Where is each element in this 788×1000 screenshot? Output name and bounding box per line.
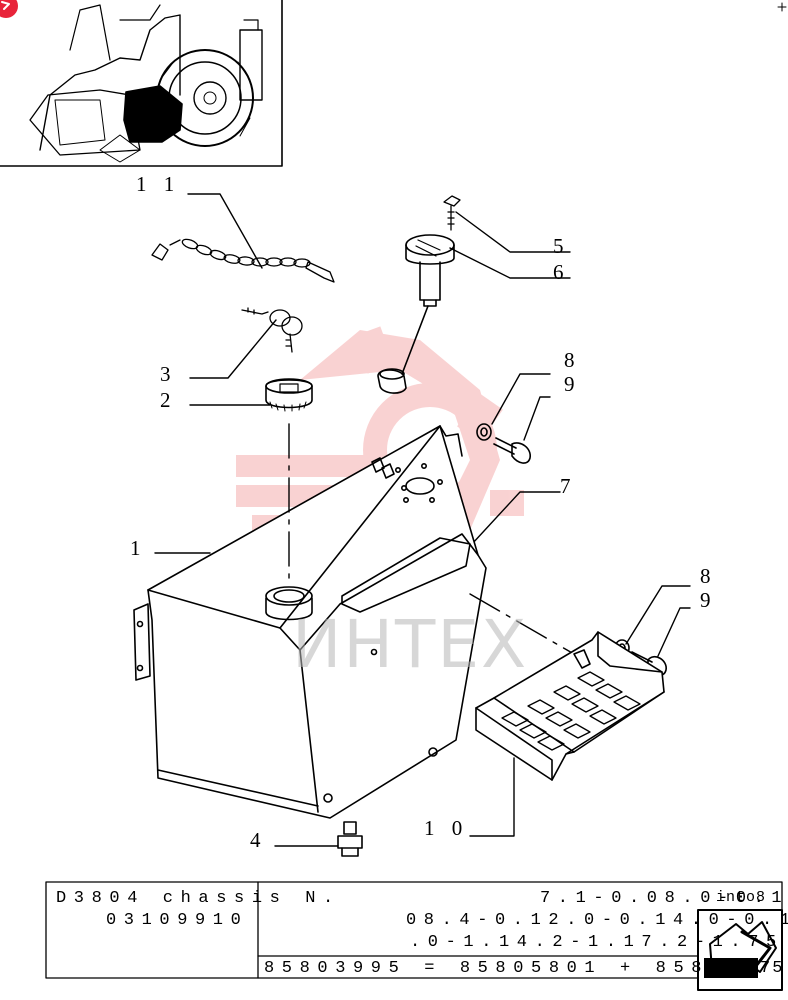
parts-formula: 85803995 = 85805801 + 858046 [264, 959, 763, 978]
tractor-thumbnail-icon [0, 0, 283, 167]
serial-range-3: .0-1.14.2-1.17.2-1.75. [410, 933, 788, 952]
callout-8-upper: 8 [564, 348, 581, 372]
callout-2: 2 [160, 388, 177, 412]
callout-9-lower: 9 [700, 588, 717, 612]
callout-4: 4 [250, 828, 267, 852]
callout-10: 1 0 [424, 816, 469, 840]
red-corner-badge-icon [0, 0, 18, 18]
crosshair-icon [777, 2, 787, 12]
serial-range-1: 7.1-0.08.0-0.1 [540, 889, 788, 908]
washer-upper-part [476, 423, 492, 441]
screw-part [443, 195, 461, 231]
serial-range-1-tail: into8 [716, 889, 767, 906]
next-page-arrow-icon [697, 909, 783, 991]
callout-1: 1 [130, 536, 147, 560]
serial-range-2: 08.4-0.12.0-0.14.0-0.1 [406, 911, 788, 930]
filler-cap-part [265, 378, 313, 412]
drawing-code: 03109910 [106, 911, 249, 930]
callout-5: 5 [553, 234, 570, 258]
bolt-upper-part [493, 437, 531, 464]
watermark-text: ИНТЕХ [292, 606, 529, 683]
leader-lines [154, 193, 691, 847]
keys-part [241, 307, 303, 353]
fuel-sender-part [377, 234, 455, 394]
callout-9-upper: 9 [564, 372, 581, 396]
callout-11: 1 1 [136, 172, 181, 196]
safety-chain-part [151, 238, 335, 283]
callout-8-lower: 8 [700, 564, 717, 588]
model-chassis-label: D3804 chassis N. [56, 889, 341, 908]
callout-7: 7 [560, 474, 577, 498]
callout-6: 6 [553, 260, 570, 284]
step-part [475, 631, 665, 781]
callout-3: 3 [160, 362, 177, 386]
assembly-dashed-lines [288, 423, 575, 655]
fuel-tank-part [133, 425, 487, 819]
parts-formula-tail: 75 [760, 959, 785, 978]
drain-plug-part [337, 821, 363, 857]
